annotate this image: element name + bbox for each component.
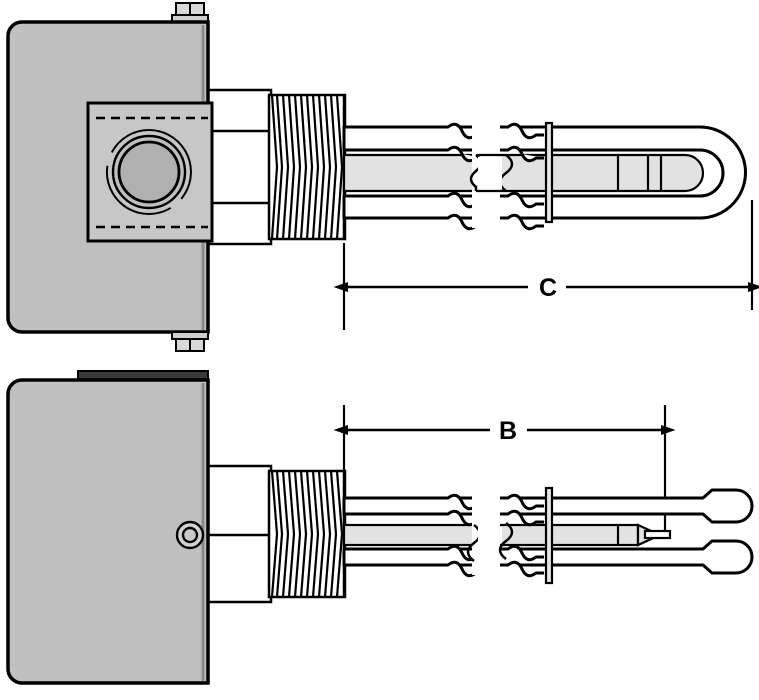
dimension-label-c: C (539, 274, 557, 302)
dimension-c: C (333, 200, 759, 330)
thermostat-bulb-probe (342, 523, 672, 547)
bottom-cover-bolt (171, 331, 209, 352)
bottom-view-assembly (6, 370, 754, 685)
support-baffle (544, 486, 554, 585)
support-baffle (544, 121, 554, 224)
dimension-b: B (333, 405, 676, 535)
top-cover-bolt (171, 2, 209, 23)
break-line (440, 490, 544, 578)
hex-boss (203, 88, 273, 246)
npt-thread (267, 469, 347, 599)
thermostat-knob[interactable] (105, 129, 192, 215)
top-view-assembly (6, 2, 747, 352)
hex-boss (203, 464, 273, 604)
break-line (440, 118, 544, 231)
npt-thread (267, 93, 347, 241)
conduit-grommet (175, 520, 205, 550)
dimension-label-b: B (499, 417, 517, 445)
u-bend-tubular-element (342, 125, 747, 220)
